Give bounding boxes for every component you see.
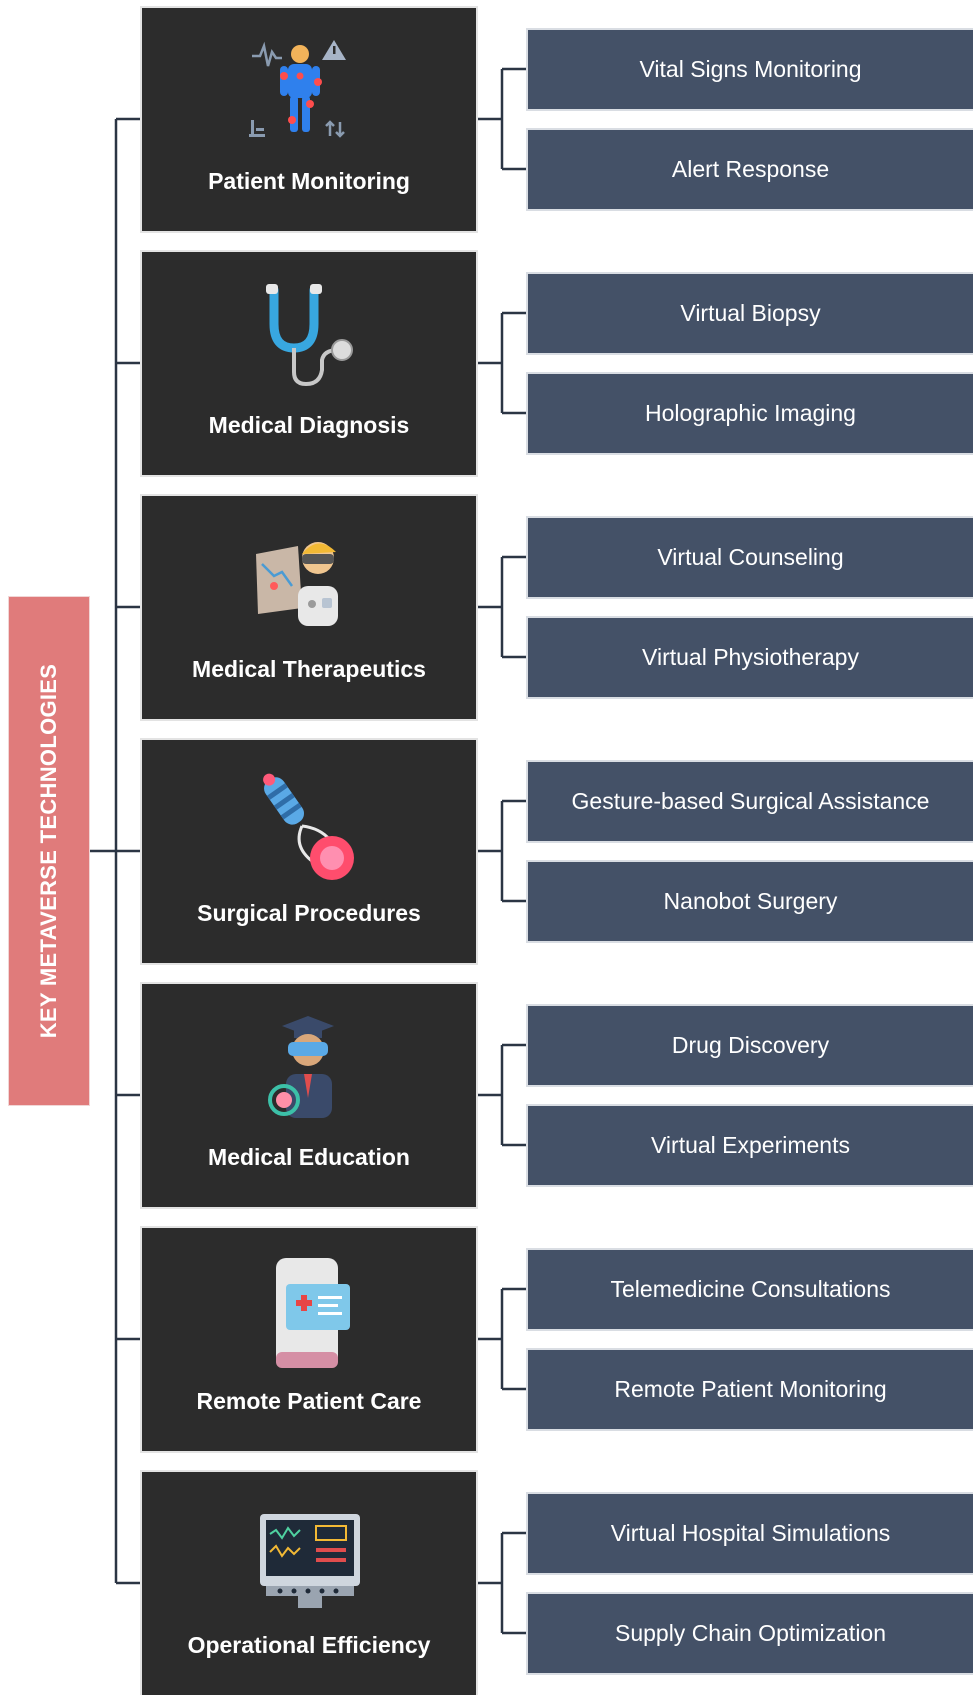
category-medical-education: Medical Education (142, 984, 476, 1207)
leaf-virtual-biopsy: Virtual Biopsy (528, 274, 973, 353)
leaf-virtual-physiotherapy: Virtual Physiotherapy (528, 618, 973, 697)
leaf-supply-chain-optimization: Supply Chain Optimization (528, 1594, 973, 1673)
category-label: Medical Therapeutics (192, 656, 426, 682)
leaf-drug-discovery: Drug Discovery (528, 1006, 973, 1085)
leaf-alert-response: Alert Response (528, 130, 973, 209)
leaf-gesture-surgical-assistance: Gesture-based Surgical Assistance (528, 762, 973, 841)
leaf-virtual-hospital-simulations: Virtual Hospital Simulations (528, 1494, 973, 1573)
category-label: Patient Monitoring (208, 168, 410, 194)
category-surgical-procedures: Surgical Procedures (142, 740, 476, 963)
vr-therapist-icon (256, 542, 338, 626)
leaf-nanobot-surgery: Nanobot Surgery (528, 862, 973, 941)
mobile-health-icon (276, 1258, 350, 1368)
category-label: Surgical Procedures (197, 900, 421, 926)
root-label: KEY METAVERSE TECHNOLOGIES (9, 597, 89, 1105)
root-label-text: KEY METAVERSE TECHNOLOGIES (36, 663, 61, 1039)
category-label: Operational Efficiency (187, 1632, 431, 1658)
patient-monitoring-icon (249, 40, 346, 138)
category-medical-therapeutics: Medical Therapeutics (142, 496, 476, 719)
category-medical-diagnosis: Medical Diagnosis (142, 252, 476, 475)
leaf-holographic-imaging: Holographic Imaging (528, 374, 973, 453)
leaf-virtual-counseling: Virtual Counseling (528, 518, 973, 597)
monitor-dashboard-icon (260, 1514, 360, 1608)
category-operational-efficiency: Operational Efficiency (142, 1472, 476, 1695)
leaf-remote-patient-monitoring: Remote Patient Monitoring (528, 1350, 973, 1429)
leaf-virtual-experiments: Virtual Experiments (528, 1106, 973, 1185)
nanobot-surgery-icon (263, 773, 354, 880)
stethoscope-icon (266, 284, 353, 387)
category-label: Medical Diagnosis (208, 412, 410, 438)
vr-student-icon (268, 1016, 334, 1118)
category-patient-monitoring: Patient Monitoring (142, 8, 476, 231)
category-remote-patient-care: Remote Patient Care (142, 1228, 476, 1451)
category-label: Remote Patient Care (196, 1388, 422, 1414)
leaf-vital-signs-monitoring: Vital Signs Monitoring (528, 30, 973, 109)
category-label: Medical Education (208, 1144, 410, 1170)
leaf-telemedicine-consultations: Telemedicine Consultations (528, 1250, 973, 1329)
